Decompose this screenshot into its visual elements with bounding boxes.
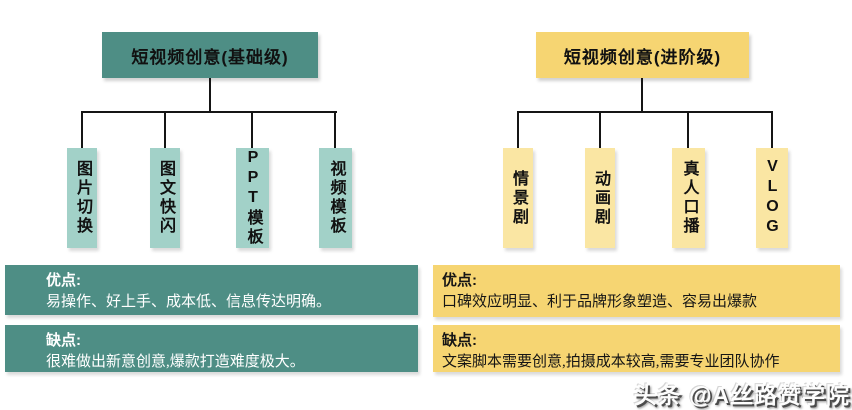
advanced-connector-drop xyxy=(517,112,519,149)
advanced-connector-drop xyxy=(687,112,689,149)
basic-cons-box: 缺点: 很难做出新意创意,爆款打造难度极大。 xyxy=(5,325,418,372)
basic-connector-drop xyxy=(164,112,166,149)
pros-text: 口碑效应明显、利于品牌形象塑造、容易出爆款 xyxy=(442,294,758,310)
pros-label: 优点: xyxy=(442,272,477,289)
leaf-node: 真人口播 xyxy=(672,148,705,248)
basic-connector-drop xyxy=(81,112,83,149)
advanced-connector-rail xyxy=(517,111,773,113)
basic-connector-drop xyxy=(334,112,336,149)
leaf-node: 动画剧 xyxy=(585,148,615,248)
pros-text: 易操作、好上手、成本低、信息传达明确。 xyxy=(46,294,332,310)
basic-tree-title: 短视频创意(基础级) xyxy=(102,32,318,78)
watermark: 头条 @A丝路赞学院 xyxy=(633,382,850,408)
leaf-node: 图文快闪 xyxy=(150,148,180,248)
basic-connector-drop xyxy=(251,112,253,149)
basic-connector-rail xyxy=(81,111,337,113)
basic-pros-box: 优点: 易操作、好上手、成本低、信息传达明确。 xyxy=(5,265,418,315)
leaf-node: 视频模板 xyxy=(319,148,352,248)
cons-label: 缺点: xyxy=(442,332,477,349)
basic-connector-stem xyxy=(209,78,211,112)
cons-text: 文案脚本需要创意,拍摄成本较高,需要专业团队协作 xyxy=(442,354,780,370)
leaf-node: VLOG xyxy=(756,148,788,248)
advanced-connector-drop xyxy=(599,112,601,149)
leaf-node: 情景剧 xyxy=(503,148,533,248)
cons-label: 缺点: xyxy=(46,332,81,349)
leaf-node: 图片切换 xyxy=(67,148,97,248)
leaf-node: PPT模板 xyxy=(236,148,269,248)
advanced-tree-title: 短视频创意(进阶级) xyxy=(536,32,749,78)
advanced-connector-stem xyxy=(641,78,643,112)
advanced-pros-box: 优点: 口碑效应明显、利于品牌形象塑造、容易出爆款 xyxy=(433,265,840,317)
advanced-connector-drop xyxy=(771,112,773,149)
advanced-cons-box: 缺点: 文案脚本需要创意,拍摄成本较高,需要专业团队协作 xyxy=(433,325,840,372)
pros-label: 优点: xyxy=(46,272,81,289)
cons-text: 很难做出新意创意,爆款打造难度极大。 xyxy=(46,354,305,370)
